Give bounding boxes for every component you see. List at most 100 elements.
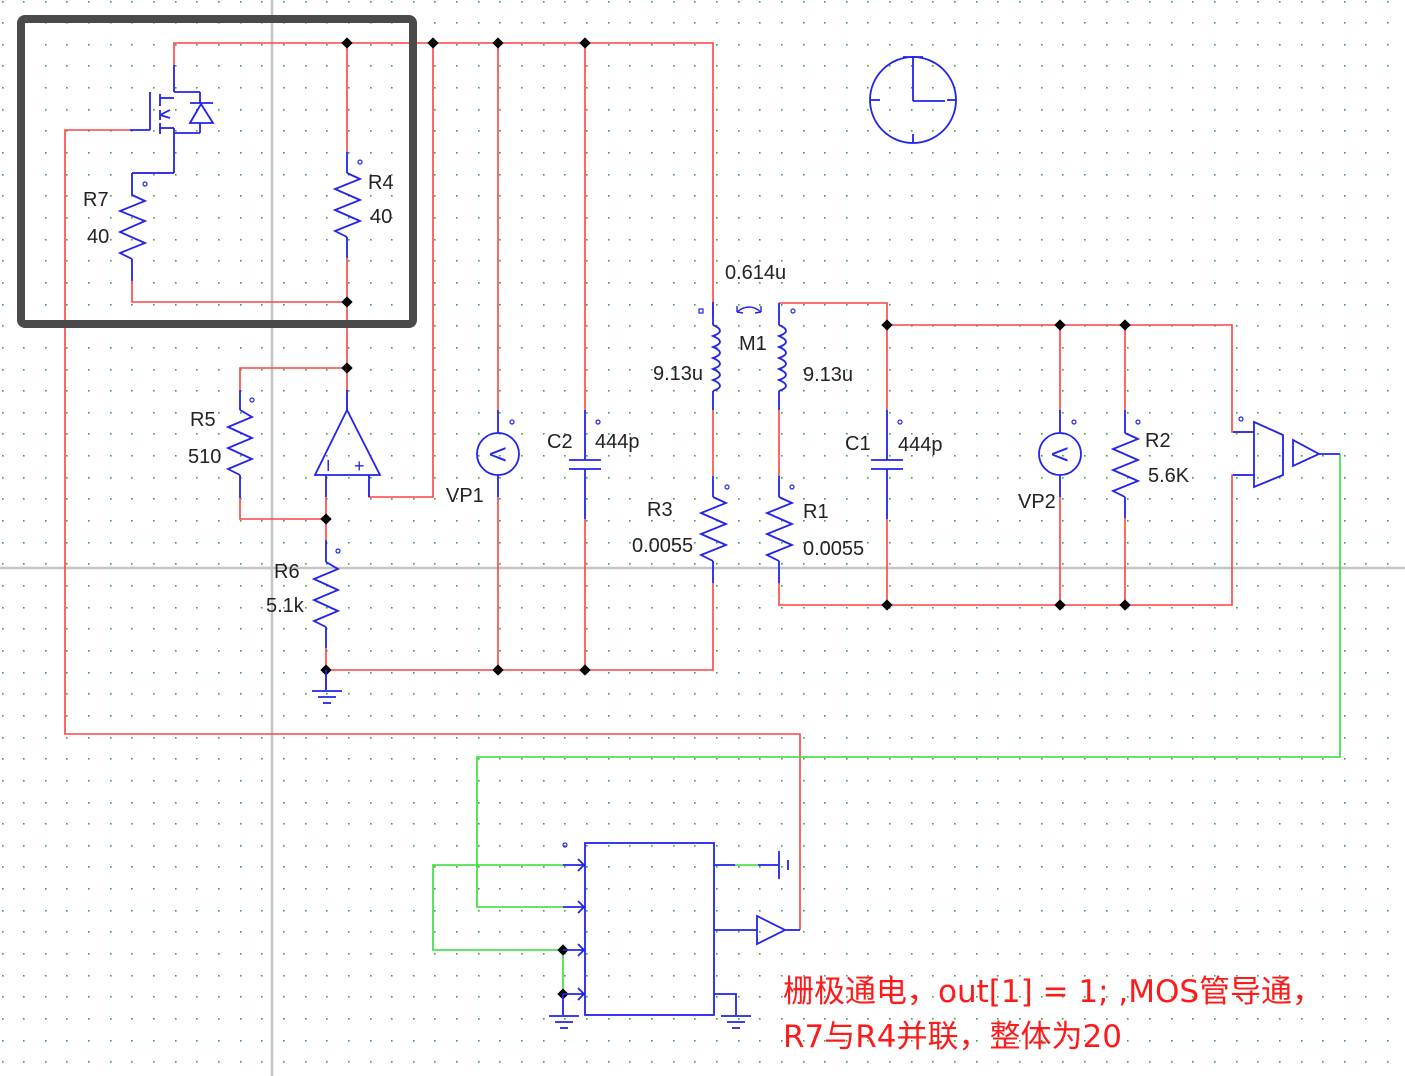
resistor-r2[interactable]: R2 5.6K (1110, 410, 1190, 518)
grid-dot (586, 628, 588, 630)
grid-dot (1236, 433, 1238, 435)
grid-dot (110, 1018, 112, 1020)
grid-dot (1344, 650, 1346, 652)
grid-dot (824, 975, 826, 977)
grid-dot (2, 866, 4, 868)
resistor-r4[interactable]: R4 40 (332, 152, 394, 258)
grid-dot (759, 195, 761, 197)
grid-dot (803, 174, 805, 176)
wire-r7-bottom[interactable] (131, 281, 347, 303)
grid-dot (1171, 87, 1173, 89)
wire-opamp-plus[interactable] (368, 43, 434, 498)
mosfet[interactable] (130, 65, 215, 174)
grid-dot (1084, 87, 1086, 89)
node (1119, 319, 1131, 331)
grid-dot (889, 910, 891, 912)
grid-dot (586, 130, 588, 132)
comparator[interactable] (1233, 416, 1340, 489)
grid-dot (759, 130, 761, 132)
wire-r5-bottom[interactable] (239, 498, 326, 520)
opamp[interactable]: I + (313, 390, 382, 497)
grid-dot (434, 953, 436, 955)
grid-dot (1062, 260, 1064, 262)
grid-dot (45, 239, 47, 241)
grid-dot (564, 563, 566, 565)
grid-dot (694, 239, 696, 241)
grid-dot (673, 1, 675, 3)
resistor-r3[interactable]: R3 0.0055 (632, 476, 730, 583)
voltage-probe-vp1[interactable]: V VP1 (446, 410, 520, 507)
resistor-r5[interactable]: R5 510 (188, 390, 255, 498)
grid-dot (218, 1061, 220, 1063)
grid-dot (1236, 715, 1238, 717)
voltage-probe-vp2[interactable]: V VP2 (1018, 410, 1082, 513)
grid-dot (88, 953, 90, 955)
grid-dot (478, 628, 480, 630)
resistor-r6[interactable]: R6 5.1k (266, 540, 341, 648)
wire-r5-top[interactable] (239, 367, 347, 390)
grid-dot (391, 628, 393, 630)
grid-dot (564, 174, 566, 176)
grid-dot (1062, 217, 1064, 219)
wire-comparator-out[interactable] (476, 454, 1341, 908)
grid-dot (196, 585, 198, 587)
grid-dot (1279, 737, 1281, 739)
node (1119, 599, 1131, 611)
coupled-inductor-m1[interactable]: 0.614u M1 9.13u 9.13u (653, 262, 853, 410)
grid-dot (997, 628, 999, 630)
grid-dot (1322, 477, 1324, 479)
grid-dot (2, 628, 4, 630)
grid-dot (240, 1, 242, 3)
node (881, 319, 893, 331)
wire-bottom-rail-primary[interactable] (326, 583, 714, 671)
wire-top-rail[interactable] (173, 42, 714, 318)
grid-dot (1127, 304, 1129, 306)
grid-dot (1062, 758, 1064, 760)
grid-dot (1322, 672, 1324, 674)
capacitor-c2[interactable]: C2 444p (547, 410, 640, 519)
grid-dot (456, 650, 458, 652)
clock-icon[interactable] (869, 56, 957, 144)
grid-dot (1041, 802, 1043, 804)
grid-dot (1171, 477, 1173, 479)
grid-dot (196, 737, 198, 739)
grid-dot (673, 174, 675, 176)
grid-dot (1214, 996, 1216, 998)
grid-dot (175, 996, 177, 998)
grid-dot (889, 239, 891, 241)
grid-dot (976, 130, 978, 132)
grid-dot (824, 347, 826, 349)
grid-dot (954, 607, 956, 609)
logic-block[interactable] (549, 842, 800, 1029)
grid-dot (305, 520, 307, 522)
grid-dot (305, 195, 307, 197)
wire-logic-loop[interactable] (432, 864, 563, 951)
grid-dot (218, 239, 220, 241)
grid-dot (803, 498, 805, 500)
grid-dot (651, 866, 653, 868)
grid-dot (1149, 650, 1151, 652)
grid-dot (1387, 44, 1389, 46)
grid-dot (1019, 65, 1021, 67)
capacitor-c1[interactable]: C1 444p (845, 410, 943, 519)
grid-dot (391, 152, 393, 154)
grid-dot (1041, 585, 1043, 587)
grid-dot (1344, 520, 1346, 522)
grid-dot (608, 758, 610, 760)
grid-dot (564, 498, 566, 500)
grid-dot (1041, 563, 1043, 565)
grid-dot (1322, 563, 1324, 565)
grid-dot (348, 87, 350, 89)
grid-dot (131, 737, 133, 739)
grid-dot (846, 195, 848, 197)
resistor-r7[interactable]: R7 40 (83, 173, 148, 281)
grid-dot (1279, 693, 1281, 695)
wire-gate[interactable] (64, 129, 801, 930)
grid-dot (954, 758, 956, 760)
grid-dot (911, 953, 913, 955)
grid-dot (88, 650, 90, 652)
resistor-r1[interactable]: R1 0.0055 (764, 476, 864, 583)
grid-dot (716, 1061, 718, 1063)
grid-dot (738, 412, 740, 414)
